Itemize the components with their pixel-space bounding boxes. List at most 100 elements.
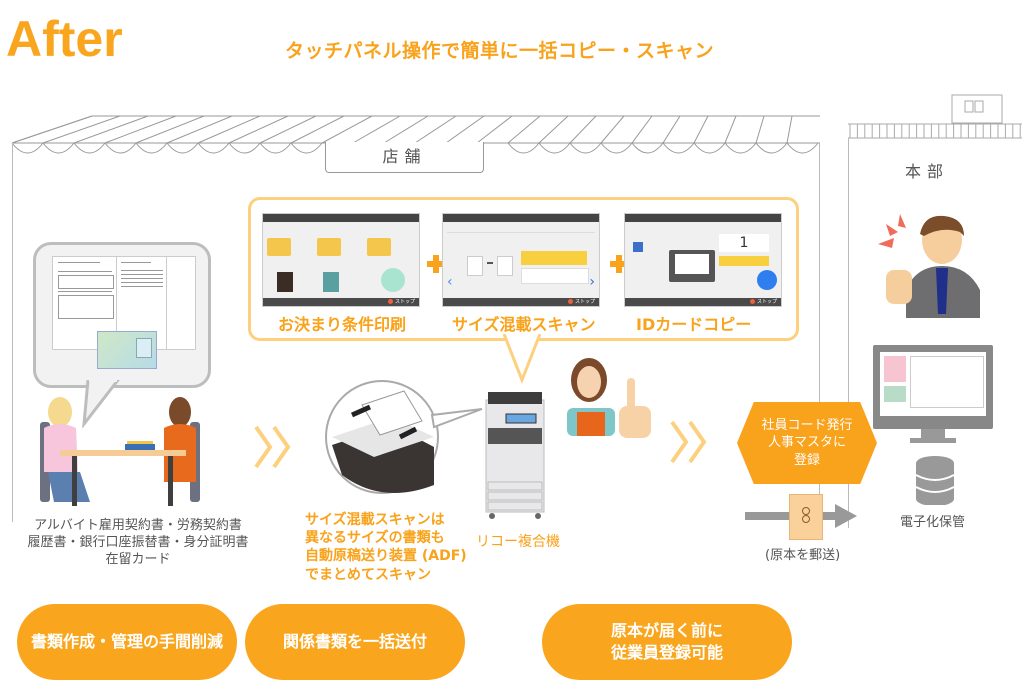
- scan-note-line-4: でまとめてスキャン: [305, 566, 431, 583]
- awning-stripe: [414, 115, 457, 144]
- awning-stripe: [135, 115, 205, 144]
- feature-label-preset-print: お決まり条件印刷: [278, 315, 407, 334]
- feature-panel-pointer: [502, 334, 542, 384]
- awning-stripe: [228, 115, 289, 144]
- benefit-early-registration: 原本が届く前に 従業員登録可能: [542, 604, 792, 680]
- awning-scallop: [259, 142, 292, 154]
- awning-stripe: [104, 115, 177, 144]
- awning-stripe: [538, 115, 569, 144]
- scan-note-line-1: サイズ混載スキャンは: [305, 512, 445, 528]
- stop-button[interactable]: ストップ: [574, 299, 595, 305]
- headline: タッチパネル操作で簡単に一括コピー・スキャン: [285, 40, 715, 62]
- ricoh-mfp-icon: [485, 392, 545, 519]
- benefit-label: 原本が届く前に 従業員登録可能: [610, 620, 723, 662]
- mail-arrow-head: [835, 504, 857, 528]
- awning-stripe: [631, 115, 653, 144]
- documents-caption-line-3: 在留カード: [105, 551, 171, 567]
- awning-stripe: [197, 115, 261, 144]
- awning-scallop: [135, 142, 168, 154]
- documents-caption-line-1: アルバイト雇用契約書・労務契約書: [34, 518, 242, 533]
- stop-button[interactable]: ストップ: [394, 299, 415, 305]
- archive-caption: 電子化保管: [900, 515, 966, 530]
- awning-stripe: [383, 115, 429, 144]
- awning-scallop: [724, 142, 757, 154]
- monitor-base: [910, 438, 956, 443]
- awning-stripe: [693, 115, 709, 144]
- awning-scallop: [166, 142, 199, 154]
- awning-stripe: [11, 115, 93, 144]
- benefit-bulk-send: 関係書類を一括送付: [245, 604, 465, 680]
- awning-scallop: [290, 142, 323, 154]
- awning-stripe: [352, 115, 401, 144]
- awning-scallop: [693, 142, 726, 154]
- awning-stripe: [259, 115, 317, 144]
- mfp-label: リコー複合機: [476, 534, 560, 550]
- awning-scallop: [631, 142, 664, 154]
- chevron-left-icon[interactable]: ‹: [447, 274, 453, 290]
- awning-stripe: [569, 115, 597, 144]
- screen-mixed-size-scan[interactable]: ‹ › ストップ: [442, 213, 600, 307]
- scan-note-line-3: 自動原稿送り装置 (ADF): [305, 548, 467, 565]
- awning-scallop: [104, 142, 137, 154]
- feature-label-mixed-size-scan: サイズ混載スキャン: [452, 315, 596, 334]
- awning-scallop: [755, 142, 788, 154]
- chevron-right-icon[interactable]: ›: [589, 274, 595, 290]
- awning-stripe: [755, 115, 765, 144]
- id-card-icon: [97, 331, 157, 369]
- awning-scallop: [569, 142, 602, 154]
- hq-label: 本部: [905, 162, 950, 181]
- awning-stripe: [42, 115, 121, 144]
- hq-action-line-2: 人事マスタに: [767, 435, 846, 451]
- awning-scallop: [228, 142, 261, 154]
- awning-stripe: [445, 115, 485, 144]
- monitor-stand: [921, 429, 945, 439]
- awning-stripe: [507, 115, 541, 144]
- adf-closeup-illustration: [325, 380, 483, 494]
- feature-label-id-card-copy: IDカードコピー: [636, 315, 752, 334]
- interview-illustration: [40, 397, 200, 506]
- store-awning: [11, 115, 820, 154]
- awning-scallop: [507, 142, 540, 154]
- start-button[interactable]: [757, 270, 777, 290]
- flow-chevron-icon: [670, 420, 707, 464]
- hq-manager-thumbs-up-illustration: [878, 214, 980, 318]
- hq-wall: [848, 138, 1024, 528]
- awning-scallop: [197, 142, 230, 154]
- awning-stripe: [662, 115, 681, 144]
- bubble-tail: [82, 380, 120, 428]
- awning-scallop: [42, 142, 75, 154]
- awning-stripe: [724, 115, 737, 144]
- awning-stripe: [786, 115, 793, 144]
- documents-caption: アルバイト雇用契約書・労務契約書 履歴書・銀行口座振替書・身分証明書 在留カード: [18, 518, 258, 569]
- benefit-reduce-paperwork: 書類作成・管理の手間削減: [17, 604, 237, 680]
- awning-stripe: [321, 115, 373, 144]
- awning-scallop: [786, 142, 819, 154]
- database-icon: [915, 456, 955, 505]
- after-title: After: [6, 11, 123, 67]
- copy-count[interactable]: 1: [719, 234, 769, 252]
- mail-caption: (原本を郵送): [765, 548, 841, 563]
- awning-scallop: [600, 142, 633, 154]
- awning-scallop: [538, 142, 571, 154]
- plus-icon: [427, 255, 445, 273]
- flow-chevron-icon: [254, 425, 291, 469]
- awning-scallop: [662, 142, 695, 154]
- screen-preset-print[interactable]: ストップ: [262, 213, 420, 307]
- store-wall: [12, 142, 820, 522]
- mixed-scan-note: サイズ混載スキャンは 異なるサイズの書類も 自動原稿送り装置 (ADF) でまと…: [305, 511, 467, 584]
- store-sign: 店舗: [325, 142, 484, 173]
- awning-scallop: [73, 142, 106, 154]
- benefit-label: 関係書類を一括送付: [282, 631, 427, 651]
- scan-note-line-2: 異なるサイズの書類も: [305, 530, 445, 547]
- digital-archive-screen: [880, 352, 986, 416]
- screen-id-card-copy[interactable]: 1 ストップ: [624, 213, 782, 307]
- envelope-icon: [789, 494, 823, 540]
- hq-registration-arrow: 社員コード発行 人事マスタに 登録: [737, 402, 877, 484]
- plus-icon: [610, 255, 628, 273]
- hq-action-line-1: 社員コード発行: [761, 417, 853, 433]
- stop-button[interactable]: ストップ: [756, 299, 777, 305]
- awning-stripe: [476, 115, 513, 144]
- awning-stripe: [290, 115, 345, 144]
- hq-roof: [848, 94, 1022, 139]
- benefit-label: 書類作成・管理の手間削減: [30, 631, 223, 651]
